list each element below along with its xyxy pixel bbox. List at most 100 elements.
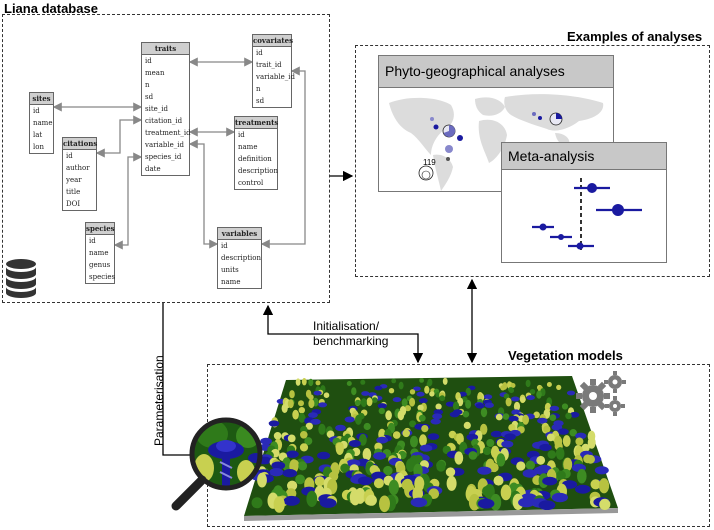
tree-crown	[432, 413, 443, 420]
tree-crown	[581, 443, 590, 452]
field: site_id	[145, 105, 169, 113]
tree-crown	[335, 442, 344, 455]
tree-crown	[366, 397, 373, 407]
table-header: treatments	[235, 117, 279, 129]
site-marker-fill	[443, 124, 456, 137]
tree-crown	[299, 443, 309, 452]
field: n	[256, 85, 261, 93]
field: id	[145, 57, 152, 65]
tree-crown	[594, 466, 609, 475]
forest-plot	[532, 178, 642, 250]
tree-crown	[516, 461, 526, 471]
tree-crown	[569, 411, 580, 418]
relation-traits-variables	[188, 139, 219, 249]
tree-crown	[297, 461, 308, 471]
tree-crown	[416, 391, 425, 397]
field: name	[221, 278, 241, 286]
tree-crown	[283, 496, 300, 506]
field: year	[66, 176, 82, 184]
tree-crown	[465, 387, 471, 396]
tree-crown	[565, 412, 572, 420]
tree-crown	[575, 437, 584, 446]
tree-crown	[536, 390, 542, 399]
arrow-init-bench	[262, 304, 424, 364]
field: control	[238, 179, 264, 187]
field: name	[89, 249, 109, 257]
tree-crown	[490, 430, 503, 438]
field: description	[238, 167, 278, 175]
effect-point	[587, 183, 597, 193]
tree-crown	[577, 468, 587, 484]
tree-crown	[557, 428, 569, 435]
table-header: species	[86, 223, 115, 235]
field: author	[66, 164, 90, 172]
tree-crown	[295, 378, 301, 386]
tree-crown	[525, 379, 531, 388]
tree-crown	[315, 380, 321, 386]
tree-crown	[508, 415, 519, 422]
tree-crown	[551, 492, 568, 503]
tree-crown	[538, 500, 556, 510]
tree-crown	[310, 418, 321, 425]
tree-crown	[298, 400, 304, 407]
tree-crown	[536, 455, 546, 465]
liana-database-title: Liana database	[4, 1, 98, 16]
tree-crown	[477, 498, 495, 509]
tree-crown	[480, 407, 488, 418]
tree-crown	[445, 467, 456, 477]
tree-crown	[308, 399, 315, 409]
tree-crown	[373, 452, 387, 460]
tree-crown	[590, 479, 601, 490]
tree-crown	[313, 390, 322, 396]
tree-crown	[378, 407, 385, 415]
site-marker	[446, 157, 450, 161]
tree-crown	[298, 412, 306, 423]
tree-crown	[508, 424, 516, 432]
tree-crown	[449, 411, 460, 418]
tree-crown	[421, 425, 429, 433]
tree-crown	[326, 430, 335, 439]
tree-crown	[549, 414, 557, 421]
field: sd	[256, 97, 265, 105]
tree-crown	[377, 403, 387, 409]
field: units	[221, 266, 239, 274]
tree-crown	[547, 450, 557, 459]
tree-crown	[546, 382, 552, 387]
tree-crown	[308, 394, 314, 400]
tree-crown	[388, 388, 395, 394]
tree-crown	[413, 386, 421, 392]
tree-crown	[410, 497, 428, 508]
field: variable_id	[256, 73, 295, 81]
tree-crown	[323, 392, 330, 398]
tree-crown	[346, 381, 352, 386]
init-bench-label-1: Initialisation/	[313, 319, 380, 333]
tree-crown	[445, 401, 455, 407]
tree-crown	[503, 393, 510, 399]
relation-covariates-variables	[260, 66, 306, 249]
tree-crown	[495, 413, 503, 421]
table-header: sites	[30, 93, 53, 105]
effect-point	[576, 242, 584, 250]
tree-crown	[511, 396, 520, 402]
tree-crown	[489, 462, 499, 473]
tree-crown	[486, 439, 495, 447]
tree-crown	[319, 498, 337, 508]
table-header: citations	[63, 138, 98, 150]
tree-crown	[502, 413, 510, 420]
tree-crown	[365, 494, 377, 506]
site-marker	[457, 135, 463, 141]
tree-crown	[305, 422, 313, 430]
table-sites: sites id name lat lon	[29, 92, 54, 154]
tree-crown	[566, 390, 576, 396]
tree-crown	[287, 480, 298, 491]
tree-crown	[349, 489, 361, 506]
tree-crown	[335, 424, 346, 432]
tree-crown	[289, 390, 295, 399]
phyto-panel-title: Phyto-geographical analyses	[379, 56, 613, 88]
effect-point	[558, 234, 564, 240]
tree-crown	[271, 461, 286, 470]
field: description	[221, 254, 261, 262]
tree-crown	[435, 403, 442, 410]
tree-crown	[542, 476, 558, 486]
